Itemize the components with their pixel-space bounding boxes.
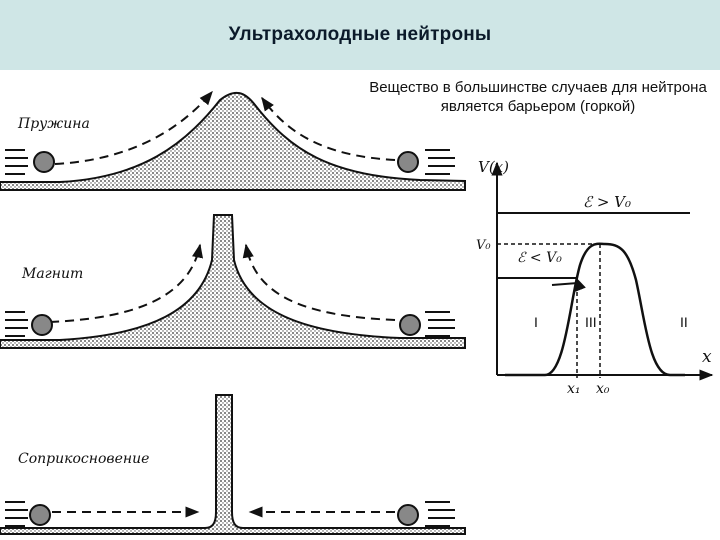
motion-lines-icon <box>5 149 28 175</box>
slide-title: Ультрахолодные нейтроны <box>228 24 492 45</box>
energy-low-label: ℰ < V₀ <box>517 250 562 266</box>
ball-icon <box>29 504 51 526</box>
region-2-label: II <box>680 314 688 330</box>
v0-label: V₀ <box>476 238 491 253</box>
motion-lines-icon <box>5 501 28 527</box>
potential-plot: V(x) x ℰ > V₀ V₀ ℰ < V₀ x₁ x₀ I III II <box>476 158 714 397</box>
spring-hill <box>0 91 466 191</box>
magnet-peak <box>0 214 466 349</box>
ball-icon <box>397 151 419 173</box>
ball-icon <box>397 504 419 526</box>
x1-label: x₁ <box>567 381 581 397</box>
magnet-trajectory-right <box>242 243 396 321</box>
slide-caption: Вещество в большинстве случаев для нейтр… <box>369 79 707 115</box>
motion-lines-icon <box>5 311 28 337</box>
scenario-label-spring: Пружина <box>17 116 90 132</box>
spring-trajectory-right <box>261 96 396 161</box>
energy-high-label: ℰ > V₀ <box>583 193 631 211</box>
plot-x-label: x <box>702 347 712 367</box>
region-3-label: III <box>585 314 597 330</box>
magnet-scenario: Магнит <box>0 214 466 349</box>
ball-icon <box>33 151 55 173</box>
barrier-curve <box>505 242 685 377</box>
reflection-arrow <box>551 276 586 292</box>
ball-icon <box>399 314 421 336</box>
x0-label: x₀ <box>596 381 610 397</box>
slide-header: Ультрахолодные нейтроны <box>0 0 720 70</box>
motion-lines-icon <box>425 311 455 337</box>
contact-scenario: Соприкосновение <box>0 394 466 535</box>
motion-lines-icon <box>425 149 455 175</box>
spring-trajectory-left <box>54 90 213 165</box>
spring-scenario: Пружина <box>0 90 466 191</box>
scenario-label-contact: Соприкосновение <box>18 451 149 467</box>
ball-icon <box>31 314 53 336</box>
contact-wall <box>0 394 466 535</box>
region-1-label: I <box>534 314 538 330</box>
plot-y-label: V(x) <box>478 158 509 176</box>
motion-lines-icon <box>425 501 455 527</box>
magnet-trajectory-left <box>49 243 204 323</box>
scenario-label-magnet: Магнит <box>21 266 83 282</box>
